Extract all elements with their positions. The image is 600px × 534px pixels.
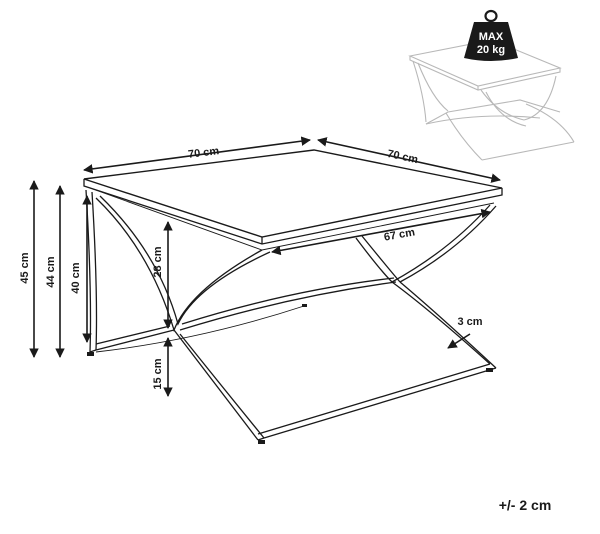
table-top [83,149,503,238]
dim-thickness-pointer [447,333,471,349]
tolerance-note: +/- 2 cm [499,497,552,513]
dimension-lines [29,136,501,397]
load-illustration: MAX 20 kg [408,9,575,161]
weight-icon [464,9,518,61]
ghost-table-legs [412,60,575,161]
dim-inner-length [271,208,491,256]
label-lower-cross: 15 cm [152,358,164,389]
label-inner-length: 67 cm [383,226,416,243]
dim-width-right [317,137,501,183]
label-thickness: 3 cm [457,316,482,328]
label-leg-height: 40 cm [70,262,82,293]
main-table [83,149,503,444]
label-upper-cross: 28 cm [152,246,164,277]
label-frame-height: 44 cm [45,256,57,287]
dim-width-left [83,136,311,174]
max-weight-value: 20 kg [477,44,505,56]
max-label: MAX [479,31,504,43]
label-total-height: 45 cm [19,252,31,283]
label-width-right: 70 cm [386,148,419,166]
dimension-labels: 70 cm 70 cm 67 cm 45 cm 44 cm 40 cm 28 c… [19,145,551,513]
label-width-left: 70 cm [187,145,220,161]
